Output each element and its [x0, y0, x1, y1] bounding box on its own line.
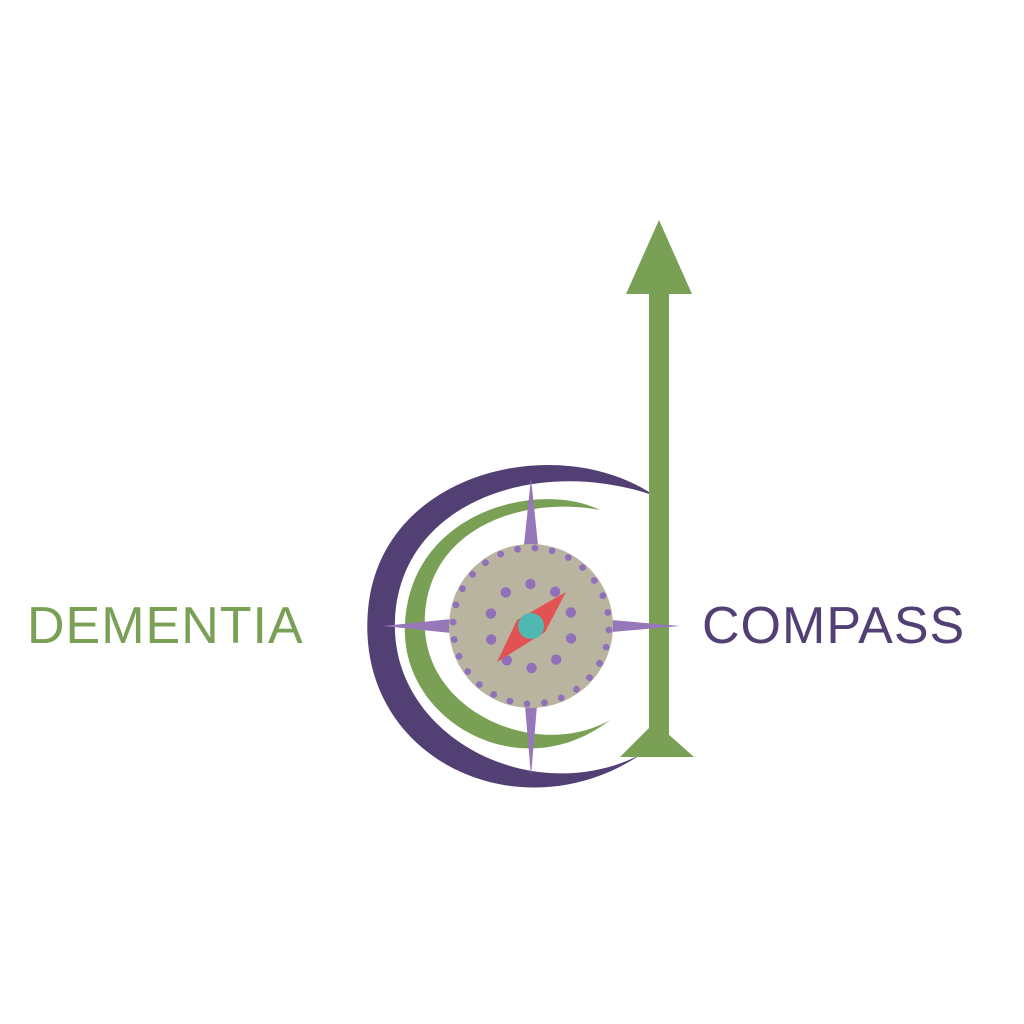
arrow-stem: [649, 282, 669, 750]
dial-dots-outer: [449, 544, 613, 708]
dial-dot: [500, 587, 511, 598]
dial-dot: [573, 685, 580, 693]
dial-dot: [490, 691, 498, 698]
dial-dot: [565, 607, 576, 618]
dial-dot: [452, 601, 460, 609]
dial-dot: [476, 681, 483, 688]
dial-dot: [599, 592, 607, 600]
dial-dot: [531, 544, 539, 552]
needle-hub: [518, 613, 544, 639]
dial-dot: [586, 674, 593, 681]
dial-dot: [449, 618, 457, 626]
dial-dot: [596, 659, 603, 667]
dial-dot: [564, 554, 572, 561]
dial-dot: [497, 550, 505, 558]
word-compass: COMPASS: [702, 597, 966, 655]
dial-dot: [469, 571, 476, 578]
dial-dot: [455, 652, 463, 660]
dial-dot: [526, 662, 537, 674]
dial-dot: [602, 643, 610, 651]
dial-dot: [525, 578, 536, 590]
up-arrow-icon: [626, 220, 692, 294]
dial-dot: [523, 700, 531, 708]
dial-dot: [557, 694, 565, 702]
dial-dot: [605, 626, 613, 634]
dial-dot: [541, 699, 548, 707]
dial-dot: [485, 608, 497, 619]
dial-dot: [482, 559, 489, 567]
dial-dot: [459, 585, 466, 593]
dial-dot: [604, 609, 612, 616]
dial-dot: [579, 564, 586, 571]
arrow-foot: [620, 725, 694, 757]
dial-dot: [450, 636, 458, 643]
dial-dot: [464, 668, 472, 675]
dial-dot: [565, 633, 577, 644]
dial-dot: [550, 586, 561, 597]
dial-dot: [590, 577, 598, 584]
dial-dot: [548, 547, 556, 555]
dial-dot: [551, 654, 562, 665]
dial-dots-inner: [485, 578, 577, 674]
dial-dot: [501, 655, 512, 666]
word-dementia: DEMENTIA: [27, 597, 304, 655]
dial-dot: [486, 634, 497, 645]
dial-dot: [514, 545, 521, 553]
dial-dot: [506, 697, 514, 705]
